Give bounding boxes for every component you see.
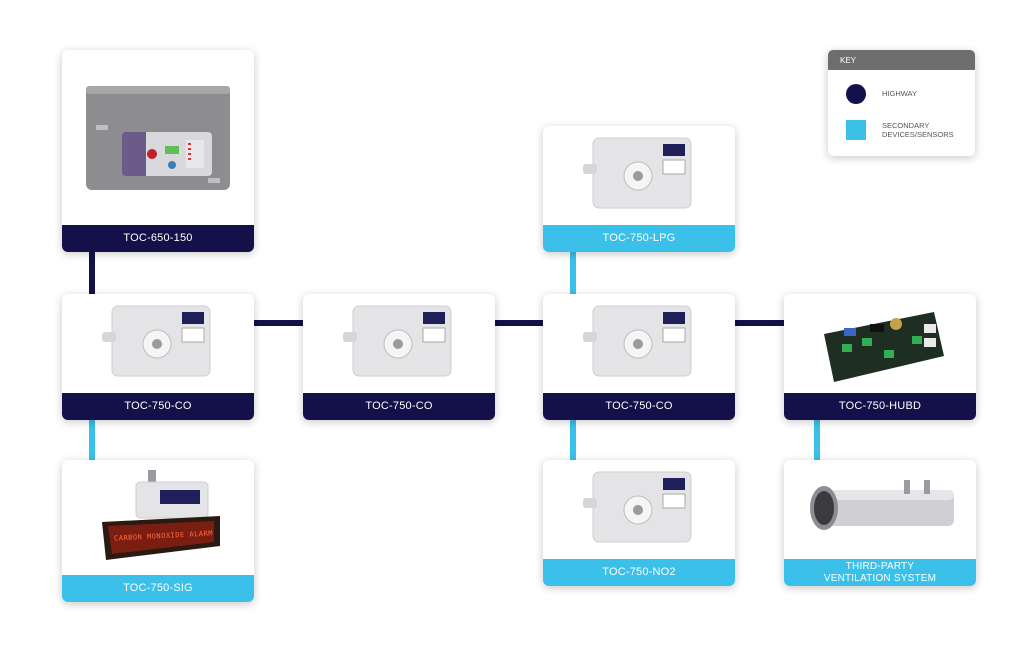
gas-sensor-image <box>543 294 735 393</box>
node-label: TOC-750-HUBD <box>784 393 976 420</box>
secondary-swatch <box>846 120 866 140</box>
legend-row-highway: HIGHWAY <box>846 84 917 104</box>
node-label: THIRD-PARTY VENTILATION SYSTEM <box>784 559 976 586</box>
gas-sensor-image <box>543 460 735 559</box>
node-label: TOC-750-NO2 <box>543 559 735 586</box>
highway-link-controller-co1 <box>89 252 95 294</box>
node-label: TOC-750-CO <box>543 393 735 420</box>
legend-secondary-label: SECONDARY DEVICES/SENSORS <box>882 120 954 139</box>
node-label: TOC-650-150 <box>62 225 254 252</box>
circuit-board-image <box>784 294 976 393</box>
highway-link-co2-co3 <box>494 320 544 326</box>
secondary-link-co1-sig <box>89 420 95 462</box>
legend-title: KEY <box>828 50 975 70</box>
legend-key: KEY HIGHWAY SECONDARY DEVICES/SENSORS <box>828 50 975 156</box>
node-toc-750-no2[interactable]: TOC-750-NO2 <box>543 460 735 586</box>
highway-link-co1-co2 <box>254 320 304 326</box>
legend-highway-label: HIGHWAY <box>882 89 917 99</box>
secondary-link-co3-no2 <box>570 420 576 462</box>
node-label: TOC-750-LPG <box>543 225 735 252</box>
legend-row-secondary: SECONDARY DEVICES/SENSORS <box>846 120 954 140</box>
jet-fan-image <box>784 460 976 559</box>
node-toc-650-150[interactable]: TOC-650-150 <box>62 50 254 252</box>
node-toc-750-sig[interactable]: CARBON MONOXIDE ALARM TOC-750-SIG <box>62 460 254 602</box>
highway-swatch <box>846 84 866 104</box>
node-toc-750-hubd[interactable]: TOC-750-HUBD <box>784 294 976 420</box>
controller-panel-image <box>62 50 254 225</box>
node-label: TOC-750-CO <box>62 393 254 420</box>
gas-sensor-image <box>543 126 735 225</box>
node-toc-750-co-2[interactable]: TOC-750-CO <box>303 294 495 420</box>
node-label: TOC-750-SIG <box>62 575 254 602</box>
node-toc-750-lpg[interactable]: TOC-750-LPG <box>543 126 735 252</box>
node-label: TOC-750-CO <box>303 393 495 420</box>
alarm-sign-image: CARBON MONOXIDE ALARM <box>62 460 254 575</box>
highway-link-co3-hubd <box>734 320 784 326</box>
gas-sensor-image <box>62 294 254 393</box>
node-third-party-ventilation[interactable]: THIRD-PARTY VENTILATION SYSTEM <box>784 460 976 586</box>
gas-sensor-image <box>303 294 495 393</box>
node-toc-750-co-1[interactable]: TOC-750-CO <box>62 294 254 420</box>
node-toc-750-co-3[interactable]: TOC-750-CO <box>543 294 735 420</box>
secondary-link-lpg-co3 <box>570 252 576 294</box>
secondary-link-hubd-vent <box>814 420 820 462</box>
